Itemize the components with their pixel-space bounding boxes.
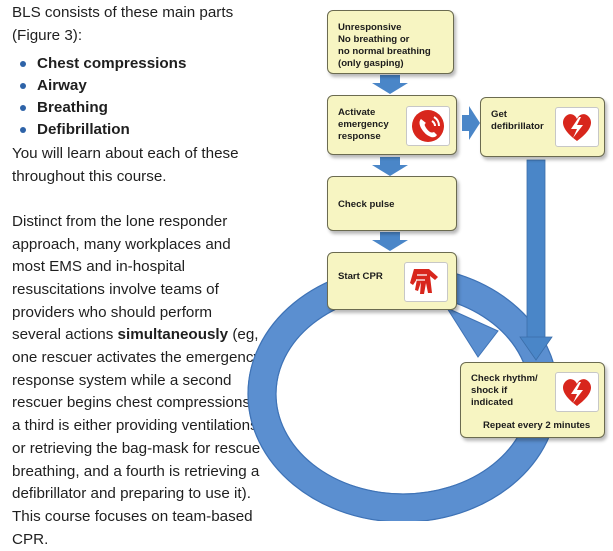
- text-column: BLS consists of these main parts (Figure…: [12, 2, 262, 551]
- list-item: Airway: [12, 75, 262, 97]
- paragraph-text-a: Distinct from the lone responder approac…: [12, 212, 231, 344]
- step-check-pulse-label: Check pulse: [338, 199, 395, 210]
- step-check-rhythm: Check rhythm/ shock if indicated Repeat …: [460, 362, 605, 438]
- list-item: Chest compressions: [12, 53, 262, 75]
- step-get-defib-label: Get defibrillator: [491, 109, 544, 132]
- step-get-defibrillator: Get defibrillator: [480, 97, 605, 157]
- step-activate-emergency: Activate emergency response: [327, 95, 457, 155]
- paragraph-emphasis: simultaneously: [117, 326, 229, 344]
- arrow-down-long: [519, 159, 553, 361]
- paragraph-course-intro: You will learn about each of these throu…: [12, 145, 239, 186]
- step-repeat-label: Repeat every 2 minutes: [483, 420, 591, 431]
- arrow-down-1: [372, 75, 408, 94]
- step-start-cpr-label: Start CPR: [338, 271, 383, 282]
- bls-flow-diagram: Push Hard • Push Fast: [247, 10, 605, 521]
- arrow-down-2: [372, 157, 408, 176]
- ring-arrowhead: [445, 306, 499, 358]
- list-item: Defibrillation: [12, 119, 262, 141]
- ring-caption-dot: •: [403, 441, 412, 462]
- step-check-pulse: Check pulse: [327, 176, 457, 231]
- phone-icon: [406, 106, 450, 146]
- hands-compression-icon: [404, 262, 448, 302]
- step-unresponsive-label: Unresponsive No breathing or no normal b…: [338, 22, 431, 69]
- arrow-right-defib: [462, 106, 480, 140]
- step-activate-label: Activate emergency response: [338, 107, 389, 142]
- arrow-down-3: [372, 232, 408, 251]
- bls-parts-list: Chest compressions Airway Breathing Defi…: [12, 53, 262, 141]
- heart-lightning-icon: [555, 107, 599, 147]
- diagram-graphics: Push Hard • Push Fast: [247, 75, 559, 521]
- step-start-cpr: Start CPR: [327, 252, 457, 310]
- intro-text: BLS consists of these main parts (Figure…: [12, 4, 234, 44]
- ring-caption-left: Push Hard: [293, 426, 392, 463]
- step-check-rhythm-label: Check rhythm/ shock if indicated: [471, 373, 538, 408]
- list-item: Breathing: [12, 97, 262, 119]
- step-unresponsive: Unresponsive No breathing or no normal b…: [327, 10, 454, 74]
- heart-lightning-icon: [555, 372, 599, 412]
